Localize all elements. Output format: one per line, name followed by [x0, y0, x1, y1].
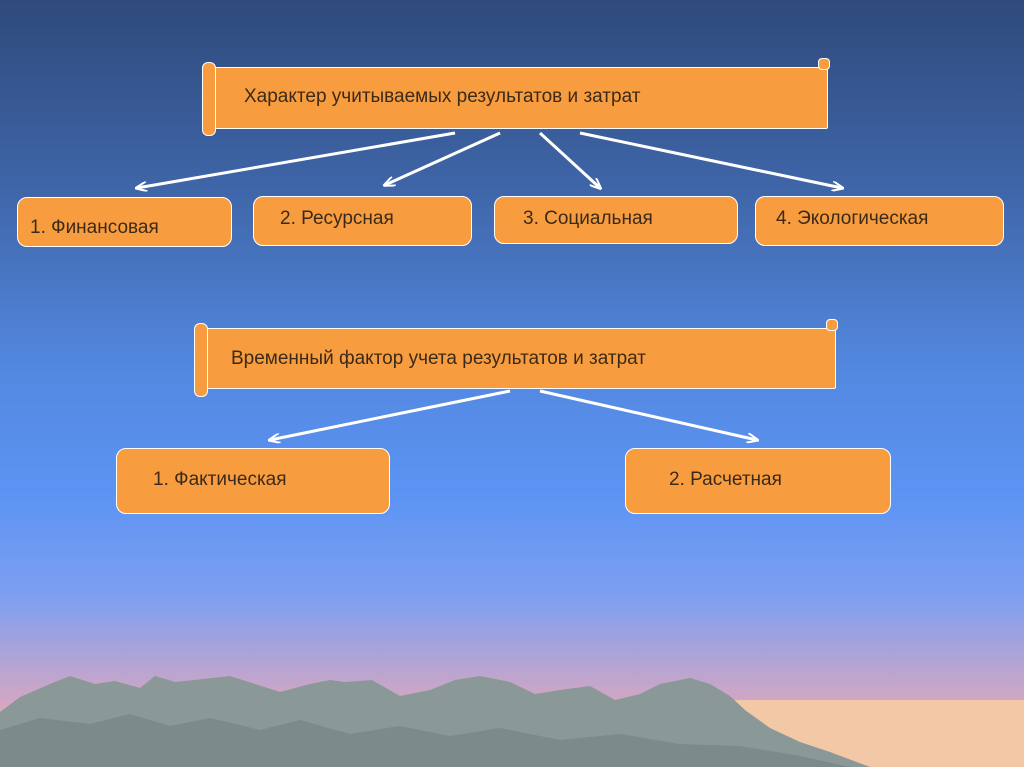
scroll-right-roll — [826, 319, 838, 331]
scroll-left-roll — [202, 62, 216, 136]
header-label-time-factor: Временный фактор учета результатов и зат… — [231, 348, 646, 370]
box-label-finansovaya: 1. Финансовая — [30, 217, 159, 239]
box-label-resursnaya: 2. Ресурсная — [280, 208, 394, 230]
header-label-results-costs: Характер учитываемых результатов и затра… — [244, 86, 640, 108]
box-resursnaya: 2. Ресурсная — [253, 196, 472, 246]
box-raschetnaya: 2. Расчетная — [625, 448, 891, 514]
box-label-raschetnaya: 2. Расчетная — [669, 469, 782, 491]
arrow-to-socialnaya — [540, 133, 600, 188]
arrow-to-ekologicheskaya — [580, 133, 842, 188]
box-label-ekologicheskaya: 4. Экологическая — [776, 208, 928, 230]
scroll-left-roll — [194, 323, 208, 397]
arrow-to-finansovaya — [137, 133, 455, 188]
header-scroll-results-costs: Характер учитываемых результатов и затра… — [207, 67, 828, 129]
scroll-right-roll — [818, 58, 830, 70]
header-scroll-time-factor: Временный фактор учета результатов и зат… — [199, 328, 836, 389]
box-ekologicheskaya: 4. Экологическая — [755, 196, 1004, 246]
box-finansovaya: 1. Финансовая — [17, 197, 232, 247]
box-label-fakticheskaya: 1. Фактическая — [153, 469, 287, 491]
box-socialnaya: 3. Социальная — [494, 196, 738, 244]
arrow-to-fakticheskaya — [270, 391, 510, 440]
box-fakticheskaya: 1. Фактическая — [116, 448, 390, 514]
arrow-to-raschetnaya — [540, 391, 757, 440]
box-label-socialnaya: 3. Социальная — [523, 208, 653, 230]
